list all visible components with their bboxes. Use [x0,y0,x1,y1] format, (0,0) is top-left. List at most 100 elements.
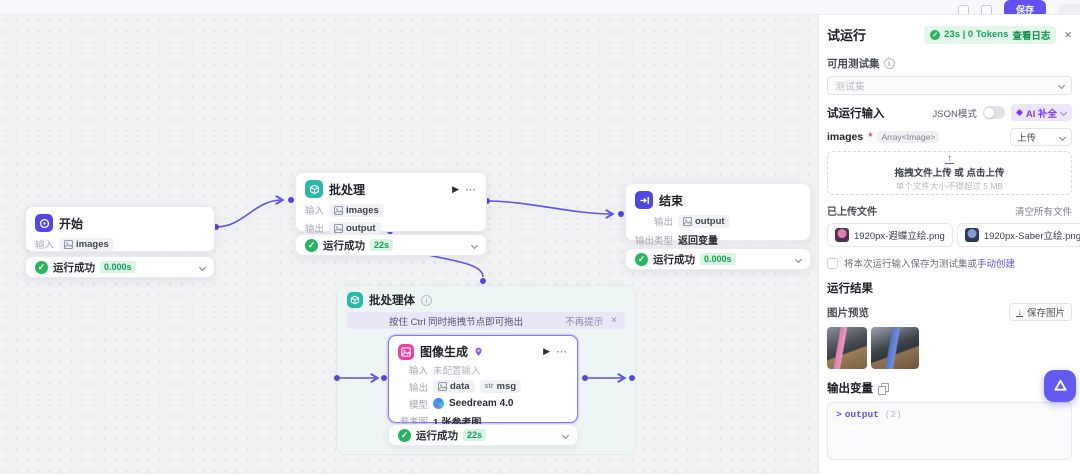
dismiss-forever-link[interactable]: 不再提示 [565,316,604,328]
input-section-title: 试运行输入 [827,107,885,120]
upload-mode-select[interactable]: 上传 [1010,128,1072,146]
success-icon: ✓ [35,260,48,274]
output-badge: output [678,214,730,228]
drag-hint-banner: 按住 Ctrl 同时拖拽节点即可拖出 不再提示 × [347,312,625,329]
input-value: 未配置输入 [433,365,481,377]
node-title: 开始 [59,216,84,231]
output-label: 输出 [408,382,428,394]
image-icon [683,216,692,226]
node-title: 结束 [659,193,684,208]
start-node-icon [35,214,53,232]
model-value: Seedream 4.0 [449,398,514,409]
file-chip[interactable]: 1920px-遐蝶立绘.png [827,223,953,247]
testset-label: 可用测试集 [827,58,880,70]
output-type-label: 输出类型 [635,235,674,247]
assistant-fab-button[interactable] [1044,370,1076,402]
result-image-thumbnail[interactable] [827,327,867,369]
duration-badge: 0.000s [100,261,136,273]
chevron-down-icon[interactable] [794,255,803,263]
output-badge-msg: str msg [479,380,522,393]
json-mode-toggle[interactable] [982,106,1005,119]
start-run-status[interactable]: ✓ 运行成功 0.000s [25,256,215,278]
output-variables-label: 输出变量 [827,383,873,395]
chevron-down-icon [1057,81,1066,90]
run-node-icon[interactable]: ▶ [543,346,550,356]
result-section-title: 运行结果 [827,283,873,295]
node-end[interactable]: 结束 输出 output 输出类型 返回变量 [625,183,811,247]
file-chip[interactable]: 1920px-Saber立绘.png [956,223,1080,247]
string-type-icon: str [484,383,494,390]
output-key[interactable]: output [844,409,879,420]
image-gen-run-status[interactable]: ✓ 运行成功 22s [388,424,578,446]
success-icon: ✓ [305,238,318,252]
required-mark: * [868,131,873,143]
file-name: 1920px-Saber立绘.png [983,231,1080,242]
output-type-value: 返回变量 [678,236,719,247]
close-icon[interactable]: × [611,315,617,326]
run-node-icon[interactable]: ▶ [452,183,459,194]
close-icon[interactable]: × [1064,27,1072,42]
result-image-thumbnail[interactable] [871,327,919,369]
node-image-gen[interactable]: 图像生成 ▶ ⋯ 输入 未配置输入 输出 data str [388,335,578,429]
save-as-testset-checkbox[interactable] [827,257,838,269]
save-button[interactable]: 保存 [1003,0,1046,14]
edge-start-to-batch [215,194,285,228]
toolbar-pill[interactable] [1058,3,1080,14]
end-run-status[interactable]: ✓ 运行成功 0.000s [625,248,811,270]
image-icon [438,382,447,391]
more-menu-icon[interactable]: ⋯ [465,183,477,196]
success-icon: ✓ [930,29,941,40]
testset-select[interactable]: 测试集 [827,76,1072,95]
node-title: 图像生成 [420,345,469,359]
expand-caret-icon[interactable]: > [836,409,842,420]
save-images-button[interactable]: ↓ 保存图片 [1009,303,1072,321]
duration-badge: 22s [463,429,487,441]
more-menu-icon[interactable]: ⋯ [556,346,568,358]
view-log-link[interactable]: 查看日志 [1012,30,1051,42]
image-preview-label: 图片预览 [827,306,869,319]
file-thumbnail [835,228,849,242]
batch-run-status[interactable]: ✓ 运行成功 22s [295,234,487,256]
run-summary-badge[interactable]: ✓ 23s | 0 Tokens 查看日志 [924,25,1057,44]
pin-icon [474,347,483,357]
image-icon [64,239,74,249]
duration-badge: 22s [370,239,394,251]
history-icon[interactable] [957,4,969,14]
uploaded-files-label: 已上传文件 [827,207,877,218]
recycle-icon [1053,379,1067,391]
info-icon: i [883,58,895,69]
field-type-badge: Array<Image> [877,131,940,143]
clear-all-files-button[interactable]: 清空所有文件 [1014,206,1072,218]
output-badge: output [329,221,381,235]
file-name: 1920px-遐蝶立绘.png [854,231,945,242]
chevron-down-icon[interactable] [198,263,207,271]
chevron-down-icon[interactable] [561,431,570,439]
manual-create-link[interactable]: 手动创建 [977,259,1016,270]
output-variables-box[interactable]: >output (2) [827,402,1072,460]
settings-icon[interactable] [980,4,992,14]
input-label: 输入 [305,206,325,217]
model-logo-icon [433,398,444,409]
upload-icon: ↑ [945,152,954,164]
panel-title: 试运行 [827,28,867,43]
node-start[interactable]: 开始 输入 images [25,206,215,252]
copy-icon[interactable] [878,383,889,395]
success-icon: ✓ [398,428,411,442]
node-title: 批处理体 [369,295,415,307]
sparkle-icon [1015,108,1023,117]
input-label: 输入 [408,365,428,377]
input-label: 输入 [35,240,55,251]
chevron-down-icon [1059,108,1068,117]
node-batch[interactable]: 批处理 ▶ ⋯ 输入 images 输出 output [295,172,487,235]
output-badge-data: data [433,380,475,393]
top-toolbar: 保存 [0,0,1080,15]
download-icon: ↓ [1016,306,1023,317]
file-dropzone[interactable]: ↑ 拖拽文件上传 或 点击上传 单个文件大小不得超过 5 MB [827,151,1072,195]
success-icon: ✓ [635,252,648,266]
file-thumbnail [964,228,979,242]
ai-complete-button[interactable]: AI 补全 [1010,104,1072,121]
node-title: 批处理 [329,182,366,197]
chevron-down-icon[interactable] [470,241,479,249]
dropzone-hint: 单个文件大小不得超过 5 MB [895,180,1004,191]
